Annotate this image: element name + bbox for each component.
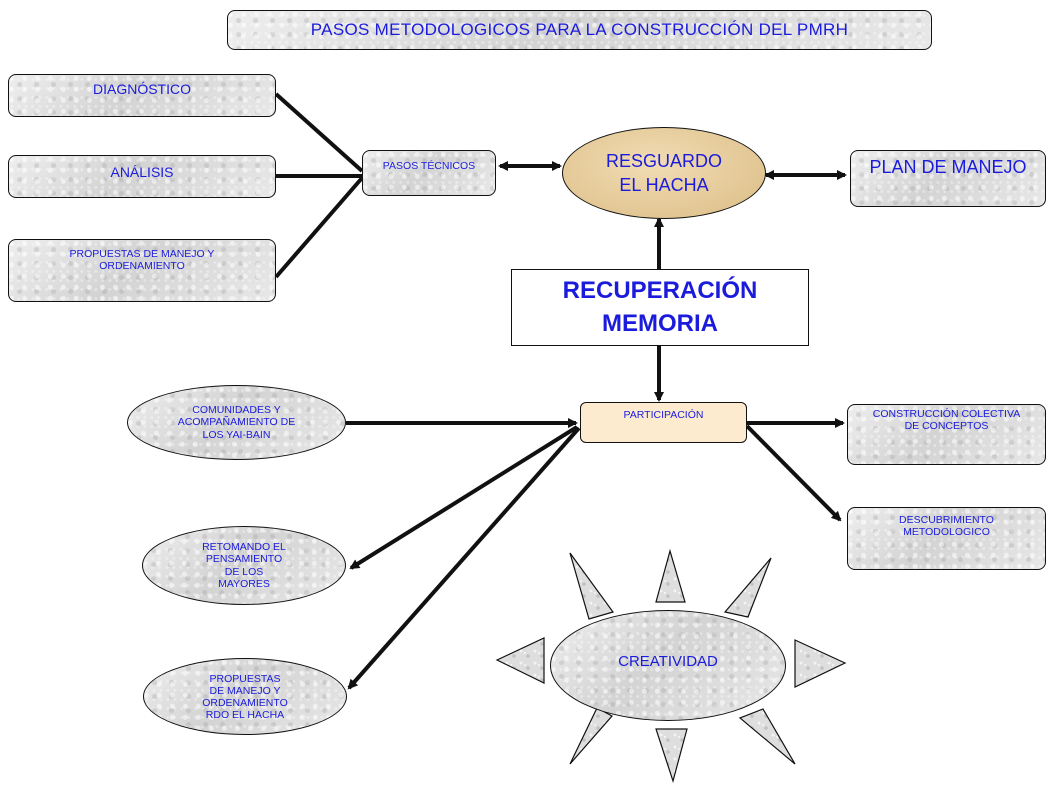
node-propuestas-rdo: PROPUESTAS DE MANEJO Y ORDENAMIENTO RDO … (143, 658, 347, 735)
recuperacion-line-2: MEMORIA (602, 309, 718, 337)
node-pasos-tecnicos: PASOS TÉCNICOS (362, 150, 496, 196)
ray-left (495, 637, 545, 684)
node-plan-de-manejo: PLAN DE MANEJO (850, 150, 1046, 207)
resguardo-line-2: EL HACHA (619, 175, 709, 195)
arrow-participacion-descubrimiento (745, 424, 842, 522)
recuperacion-line-1: RECUPERACIÓN (562, 277, 758, 305)
ray-bottom (655, 728, 688, 784)
ray-top-right (723, 557, 772, 618)
ray-bottom-left (569, 707, 613, 765)
link-diagnostico-pasos (274, 92, 364, 173)
diagram-title: PASOS METODOLOGICOS PARA LA CONSTRUCCIÓN… (227, 10, 932, 50)
node-comunidades: COMUNIDADES Y ACOMPAÑAMIENTO DE LOS YAI-… (127, 385, 346, 460)
ray-right (794, 639, 847, 688)
ray-top-left (569, 552, 614, 620)
node-propuestas-manejo-ordenamiento: PROPUESTAS DE MANEJO Y ORDENAMIENTO (8, 239, 276, 302)
node-recuperacion-memoria: RECUPERACIÓN MEMORIA (511, 269, 809, 346)
resguardo-line-1: RESGUARDO (605, 150, 722, 171)
node-descubrimiento-metodologico: DESCUBRIMIENTO METODOLOGICO (847, 507, 1046, 570)
link-propuestas-pasos (274, 176, 364, 279)
node-diagnostico: DIAGNÓSTICO (8, 74, 276, 117)
node-participacion: PARTICIPACIÓN (580, 402, 747, 443)
node-resguardo-el-hacha: RESGUARDO EL HACHA (562, 127, 766, 219)
node-retomando: RETOMANDO EL PENSAMIENTO DE LOS MAYORES (142, 526, 346, 605)
node-construccion-colectiva: CONSTRUCCIÓN COLECTIVA DE CONCEPTOS (847, 404, 1046, 465)
node-creatividad: CREATIVIDAD (550, 610, 786, 721)
arrow-participacion-propuestas-rdo (347, 426, 581, 690)
arrow-participacion-retomando (349, 425, 579, 570)
node-analisis: ANÁLISIS (8, 155, 276, 198)
ray-top (655, 548, 686, 603)
ray-bottom-right (738, 708, 796, 765)
